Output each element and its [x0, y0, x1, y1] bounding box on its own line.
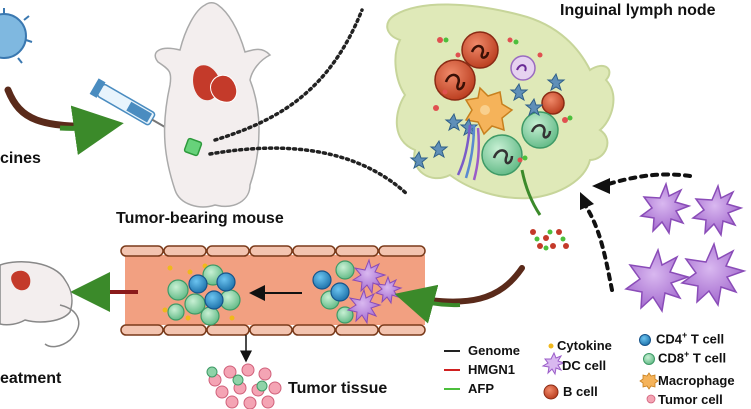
cd8-t-cells-lymph-node [481, 111, 559, 176]
tumor-bearing-mouse [154, 2, 272, 208]
legend-cd8: CD8+ T cell [658, 349, 727, 366]
legend-dc-cell: DC cell [562, 358, 607, 373]
cytokine-dots [433, 37, 573, 163]
legend-cytokine: Cytokine [557, 338, 612, 353]
treated-mouse [0, 261, 80, 348]
vaccines-label: cines [0, 150, 41, 167]
dc-migration-arrow-lower [583, 203, 614, 292]
vaccine-particle-icon [0, 8, 33, 64]
legend-line-swatches [444, 350, 460, 390]
dc-migration-arrow-upper [603, 172, 692, 187]
lymphatic-dotted-line-lower [208, 146, 410, 197]
dc-cells-right [624, 181, 747, 314]
legend-b-cell: B cell [563, 384, 598, 399]
treatment-label: eatment [0, 370, 62, 387]
tumor-tissue-label: Tumor tissue [288, 380, 388, 397]
legend-genome: Genome [468, 343, 521, 358]
tumor-tissue-cells [208, 363, 282, 409]
syringe-icon [89, 78, 170, 131]
efferent-cells [520, 169, 569, 251]
antigen-strands [456, 124, 481, 181]
legend-afp: AFP [468, 381, 494, 396]
legend-icon-swatches [541, 334, 659, 404]
b-cells-lymph-node [434, 31, 565, 115]
vaccine-arrow [4, 86, 109, 130]
blood-vessel [120, 245, 426, 336]
lymph-node-label: Inguinal lymph node [560, 2, 716, 19]
legend-hmgn1: HMGN1 [468, 362, 515, 377]
lymph-to-vessel-arrow [405, 265, 525, 305]
legend-macrophage: Macrophage [658, 373, 735, 388]
legend-cd4: CD4+ T cell [656, 330, 725, 347]
legend-tumor-cell: Tumor cell [658, 392, 723, 407]
macrophage-lymph-node [464, 86, 514, 136]
lymphatic-dotted-line-upper [213, 8, 364, 142]
mouse-label: Tumor-bearing mouse [116, 210, 284, 227]
